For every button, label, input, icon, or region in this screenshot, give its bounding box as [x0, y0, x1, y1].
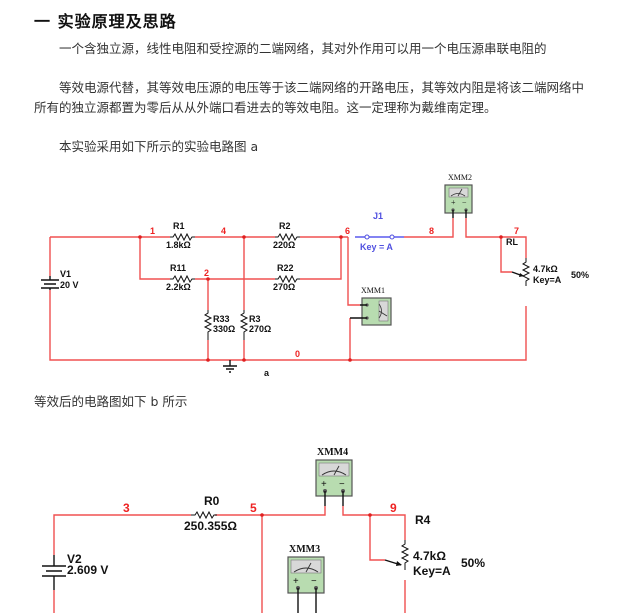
r11-value: 2.2kΩ: [166, 282, 191, 292]
v2-value: 2.609 V: [67, 563, 108, 577]
r3-name: R3: [249, 314, 261, 324]
section-heading: 一 实验原理及思路: [34, 12, 177, 31]
resistor-r0: R0 250.355Ω: [184, 494, 237, 533]
resistor-r3: R3 270Ω: [239, 310, 271, 340]
r4-key: Key=A: [413, 564, 451, 578]
node-label: 2: [204, 268, 209, 278]
minus-sign: −: [339, 479, 345, 490]
meter-label: XMM1: [361, 286, 385, 295]
wire: [500, 237, 512, 273]
node-label: 8: [429, 226, 434, 236]
v1-value: 20 V: [60, 280, 79, 290]
minus-sign: −: [311, 576, 317, 587]
r4-name: R4: [415, 513, 431, 527]
rl-name: RL: [506, 237, 518, 247]
circuit-a-caption: a: [264, 368, 270, 378]
r22-value: 270Ω: [273, 282, 295, 292]
switch-name: J1: [373, 211, 383, 221]
r22-name: R22: [277, 263, 294, 273]
paragraph-4: 等效后的电路图如下 b 所示: [34, 394, 188, 409]
plus-sign: +: [451, 198, 456, 207]
plus-sign: +: [293, 576, 299, 587]
meter-label: XMM4: [317, 447, 348, 458]
ground-icon: [223, 360, 237, 373]
potentiometer-rl-icon: RL 4.7kΩ Key=A 50%: [506, 237, 589, 286]
r11-name: R11: [170, 263, 186, 273]
r0-name: R0: [204, 494, 220, 508]
node-label: 4: [221, 226, 226, 236]
junction-dots: [138, 235, 503, 362]
node-label: 0: [295, 349, 300, 359]
plus-sign: +: [321, 479, 327, 490]
r2-name: R2: [279, 221, 291, 231]
resistor-r33: R33 330Ω: [203, 310, 235, 340]
meter-label: XMM2: [448, 173, 472, 182]
node-label: 3: [123, 501, 130, 515]
paragraph-2: 等效电源代替，其等效电压源的电压等于该二端网络的开路电压，其等效内阻是将该二端网…: [34, 80, 585, 115]
multimeter-xmm4-icon: XMM4 + −: [315, 447, 353, 506]
rl-key: Key=A: [533, 275, 562, 285]
battery-v1-icon: V1 20 V: [41, 269, 79, 290]
switch-j1: J1 Key = A: [355, 211, 404, 252]
node-label: 1: [150, 226, 155, 236]
wire: [404, 218, 527, 258]
minus-sign: −: [462, 198, 467, 207]
r4-percent: 50%: [461, 556, 485, 570]
node-label: 5: [250, 501, 257, 515]
resistor-r2: R2 220Ω: [273, 221, 300, 250]
multimeter-xmm3-icon: XMM3 + −: [287, 544, 325, 613]
node-label: 6: [345, 226, 350, 236]
v1-name: V1: [60, 269, 71, 279]
paragraph-1: 一个含独立源，线性电阻和受控源的二端网络，其对外作用可以用一个电压源串联电阻的: [59, 41, 547, 56]
paragraph-3: 本实验采用如下所示的实验电路图 a: [59, 139, 259, 154]
circuit-diagram-a: J1 Key = A V1 20 V R1 1.8kΩ R2 220Ω R11 …: [41, 173, 589, 378]
multimeter-xmm2-icon: XMM2 + −: [444, 173, 473, 218]
meter-label: XMM3: [289, 544, 320, 555]
r3-value: 270Ω: [249, 324, 271, 334]
rl-value: 4.7kΩ: [533, 264, 558, 274]
r1-value: 1.8kΩ: [166, 240, 191, 250]
battery-v2-icon: V2 2.609 V: [42, 552, 108, 590]
node-label: 7: [514, 226, 519, 236]
resistor-r11: R11 2.2kΩ: [166, 263, 195, 292]
r4-value: 4.7kΩ: [413, 549, 446, 563]
wire: [53, 506, 326, 613]
wire: [369, 515, 385, 561]
wire: [347, 237, 360, 360]
wires-b: [53, 506, 406, 613]
wire: [49, 237, 527, 361]
multimeter-xmm1-icon: XMM1: [350, 286, 392, 326]
v2-name: V2: [67, 552, 82, 566]
node-label: 9: [390, 501, 397, 515]
resistor-r22: R22 270Ω: [273, 263, 300, 292]
r1-name: R1: [173, 221, 185, 231]
wire: [342, 506, 406, 540]
potentiometer-r4-icon: R4 4.7kΩ Key=A 50%: [384, 513, 485, 578]
r33-value: 330Ω: [213, 324, 235, 334]
r2-value: 220Ω: [273, 240, 295, 250]
rl-percent: 50%: [571, 270, 589, 280]
switch-key: Key = A: [360, 242, 393, 252]
r33-name: R33: [213, 314, 230, 324]
resistor-r1: R1 1.8kΩ: [166, 221, 195, 250]
r0-value: 250.355Ω: [184, 519, 237, 533]
